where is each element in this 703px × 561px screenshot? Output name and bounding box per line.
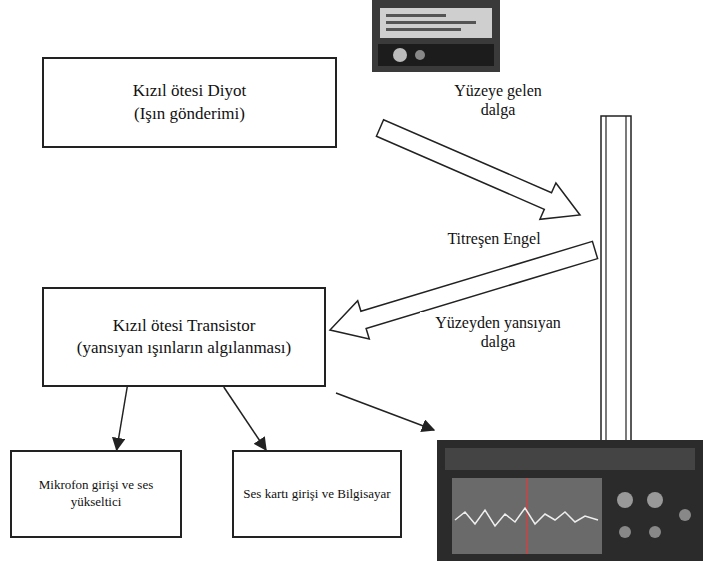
process-box: Ses kartı girişi ve Bilgisayar (232, 450, 402, 538)
wave-label: Titreşen Engel (436, 228, 552, 249)
process-box: Kızıl ötesi Diyot(Işın gönderimi) (42, 57, 337, 148)
connector-arrow (224, 387, 266, 450)
process-box: Mikrofon girişi ve ses yükseltici (10, 450, 182, 538)
wave-label: Yüzeyden yansıyan dalga (420, 312, 576, 352)
box-title: Ses kartı girişi ve Bilgisayar (243, 486, 390, 503)
oscilloscope-photo (437, 440, 703, 561)
box-subtitle: (Işın gönderimi) (134, 103, 245, 125)
diode-photo (372, 0, 500, 72)
box-title: Mikrofon girişi ve ses yükseltici (20, 477, 172, 511)
incoming-wave-arrow (376, 120, 580, 220)
box-title: Kızıl ötesi Diyot (133, 80, 246, 102)
connector-arrow (117, 387, 128, 450)
box-subtitle: (yansıyan ışınların algılanması) (77, 337, 291, 359)
wave-label: Yüzeye gelen dalga (436, 80, 560, 120)
scope-leader (336, 393, 434, 430)
box-title: Kızıl ötesi Transistor (113, 315, 256, 337)
process-box: Kızıl ötesi Transistor(yansıyan ışınları… (42, 287, 326, 387)
